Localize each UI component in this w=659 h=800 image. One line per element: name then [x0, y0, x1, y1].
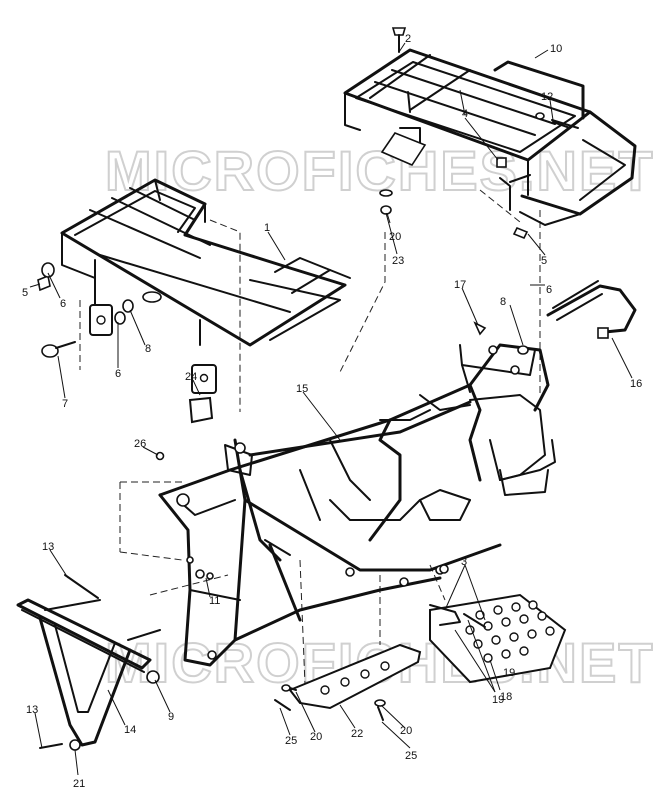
rear-rack — [343, 48, 637, 226]
callout-4: 4 — [462, 108, 468, 120]
callout-9: 9 — [168, 711, 174, 723]
callout-6a: 6 — [60, 298, 66, 310]
callout-21: 21 — [73, 778, 85, 790]
rear-grab-bar — [546, 280, 637, 339]
callout-14: 14 — [124, 724, 136, 736]
callout-19b: 19 — [492, 694, 504, 706]
callout-22: 22 — [351, 728, 363, 740]
callout-16: 16 — [630, 378, 642, 390]
leader-lines — [29, 42, 633, 776]
callout-5b: 5 — [541, 255, 547, 267]
callout-15: 15 — [296, 383, 308, 395]
callout-13b: 13 — [26, 704, 38, 716]
callout-23: 23 — [392, 255, 404, 267]
hardware — [37, 27, 571, 749]
callout-12: 12 — [541, 91, 553, 103]
callout-13a: 13 — [42, 541, 54, 553]
callout-6c: 6 — [546, 284, 552, 296]
front-rack — [60, 178, 351, 424]
callout-labels: 1 2 3 4 5 5 6 6 6 7 8 8 9 10 11 12 13 13… — [22, 33, 642, 790]
left-footrest — [429, 593, 567, 684]
callout-20a: 20 — [389, 231, 401, 243]
front-bumper — [16, 598, 161, 751]
callout-20b: 20 — [310, 731, 322, 743]
callout-18: 18 — [500, 691, 512, 703]
callout-10: 10 — [550, 43, 562, 55]
skid-plate — [288, 643, 422, 710]
callout-11: 11 — [209, 595, 220, 607]
callout-1: 1 — [264, 222, 270, 234]
callout-8b: 8 — [500, 296, 506, 308]
callout-17: 17 — [454, 279, 466, 291]
alignment-guides — [79, 189, 541, 686]
main-frame — [158, 343, 556, 667]
callout-25a: 25 — [285, 735, 297, 747]
callout-7: 7 — [62, 398, 68, 410]
callout-8a: 8 — [145, 343, 151, 355]
callout-20c: 20 — [400, 725, 412, 737]
callout-6b: 6 — [115, 368, 121, 380]
callout-19a: 19 — [503, 667, 515, 679]
watermark-top: MICROFICHES.NET — [105, 139, 655, 202]
callout-3: 3 — [461, 556, 467, 568]
callout-26: 26 — [134, 438, 146, 450]
callout-24: 24 — [185, 371, 197, 383]
callout-2: 2 — [405, 33, 411, 45]
callout-25b: 25 — [405, 750, 417, 762]
callout-5a: 5 — [22, 287, 28, 299]
